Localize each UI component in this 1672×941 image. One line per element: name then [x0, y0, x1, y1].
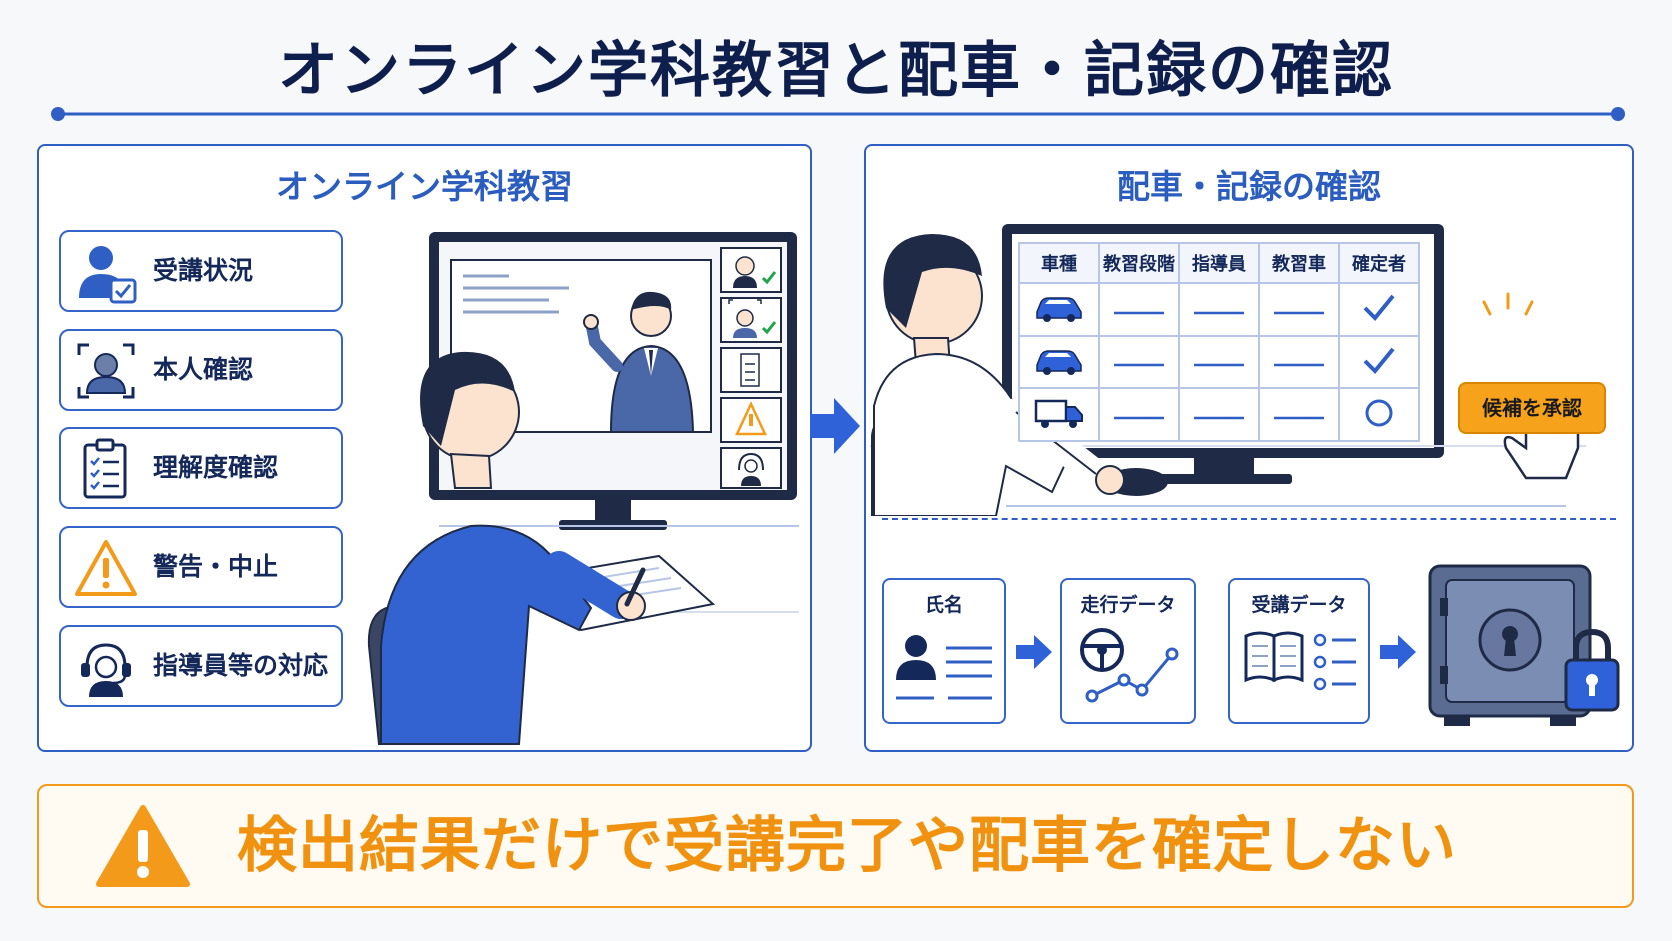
record-card-title: 走行データ: [1080, 594, 1176, 616]
feature-instructor-response[interactable]: 指導員等の対応: [59, 625, 343, 707]
confirmed-cell[interactable]: [1338, 282, 1420, 337]
table-header-row: 車種 教習段階 指導員 教習車 確定者: [1018, 242, 1420, 284]
empty-cell: [1258, 387, 1340, 442]
empty-cell: [1098, 282, 1180, 337]
feature-label: 受講状況: [153, 256, 254, 285]
column-header: 車種: [1018, 242, 1100, 284]
record-card-title: 受講データ: [1251, 594, 1347, 616]
flow-arrow-icon: [1380, 635, 1416, 669]
warning-text: 検出結果だけで受講完了や配車を確定しない: [237, 811, 1457, 881]
approve-candidate-button[interactable]: 候補を承認: [1458, 382, 1606, 434]
feature-identity-check[interactable]: 本人確認: [59, 329, 343, 411]
headset-icon: [81, 643, 131, 697]
title-divider: [51, 107, 1625, 121]
safe-lock-icon: [1428, 564, 1620, 726]
car-icon: [1036, 297, 1082, 323]
record-card-driving-data: 走行データ: [1060, 578, 1196, 724]
car-icon: [1036, 350, 1082, 375]
vehicle-cell: [1018, 387, 1100, 442]
empty-cell: [1258, 334, 1340, 390]
check-icon: [1363, 347, 1395, 374]
vehicle-cell: [1018, 334, 1100, 390]
steering-chart-icon: [1080, 628, 1179, 703]
empty-cell: [1178, 387, 1260, 442]
dispatch-table: 車種 教習段階 指導員 教習車 確定者: [1018, 242, 1420, 442]
warning-banner: 検出結果だけで受講完了や配車を確定しない: [37, 784, 1634, 908]
record-card-name: 氏名: [882, 578, 1006, 724]
table-row[interactable]: [1018, 334, 1420, 390]
feature-label: 警告・中止: [153, 552, 279, 581]
feature-comprehension-check[interactable]: 理解度確認: [59, 427, 343, 509]
user-check-icon: [79, 246, 137, 304]
check-icon: [1363, 295, 1395, 322]
empty-cell: [1098, 334, 1180, 390]
face-scan-icon: [77, 343, 135, 399]
online-lesson-panel: オンライン学科教習 受講状況 本人確認 理解度確認: [37, 144, 812, 752]
empty-cell: [1098, 387, 1180, 442]
dispatch-record-title: 配車・記録の確認: [1117, 167, 1381, 206]
id-card-icon: [896, 635, 992, 700]
table-row[interactable]: [1018, 387, 1420, 442]
feature-warning-stop[interactable]: 警告・中止: [59, 526, 343, 608]
page-title: オンライン学科教習と配車・記録の確認: [278, 36, 1394, 106]
empty-cell: [1178, 282, 1260, 337]
pending-cell[interactable]: [1338, 387, 1420, 442]
online-lesson-illustration: [367, 232, 799, 745]
flow-arrow-icon: [1016, 635, 1052, 669]
feature-attendance-status[interactable]: 受講状況: [59, 230, 343, 312]
book-list-icon: [1244, 631, 1356, 691]
column-header: 教習車: [1258, 242, 1340, 284]
flow-arrow-icon: [810, 398, 860, 454]
warning-icon: [75, 540, 137, 596]
column-header: 教習段階: [1098, 242, 1180, 284]
checklist-icon: [83, 438, 127, 499]
record-card-lesson-data: 受講データ: [1228, 578, 1370, 724]
circle-icon: [1365, 399, 1393, 427]
feature-label: 本人確認: [153, 355, 254, 384]
column-header: 確定者: [1338, 242, 1420, 284]
empty-cell: [1258, 282, 1340, 337]
warning-triangle-icon: [96, 805, 190, 887]
record-card-title: 氏名: [924, 594, 963, 616]
confirmed-cell[interactable]: [1338, 334, 1420, 390]
section-divider: [882, 518, 1616, 520]
feature-label: 指導員等の対応: [153, 651, 329, 680]
feature-label: 理解度確認: [153, 453, 279, 482]
dispatch-record-panel: 配車・記録の確認 車種 教習段階 指導員 教習車: [864, 144, 1634, 752]
vehicle-cell: [1018, 282, 1100, 337]
column-header: 指導員: [1178, 242, 1260, 284]
table-row[interactable]: [1018, 282, 1420, 337]
empty-cell: [1178, 334, 1260, 390]
truck-icon: [1034, 399, 1083, 428]
online-lesson-title: オンライン学科教習: [276, 167, 573, 206]
